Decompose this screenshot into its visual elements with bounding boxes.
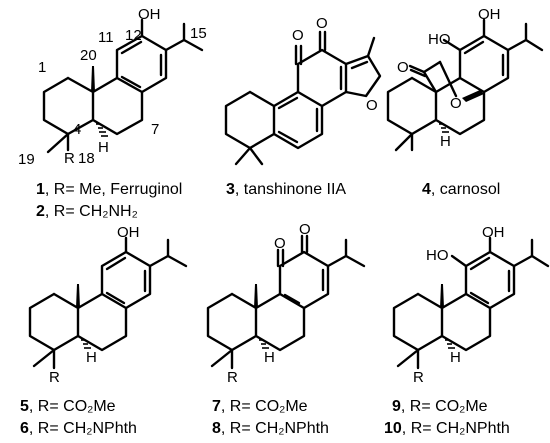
compound-caption: , R= CO₂Me [401,398,488,415]
atom-label-ho: HO [428,31,451,48]
structure-compound-4: H HO OH O O [386,6,544,152]
compound-caption: , R= Me, Ferruginol [45,181,182,198]
atom-label-o: O [292,27,304,44]
atom-label-h: H [450,349,461,366]
compound-caption: , R= CO₂Me [221,398,308,415]
atom-label-r: R [413,369,424,386]
svg-text:2, R= CH₂NH₂: 2, R= CH₂NH₂ [36,203,138,220]
structure-compound-7: H O O R [206,221,366,386]
atom-label-oh: OH [478,6,501,23]
structure-compound-1: H OH R 1 4 7 11 12 15 18 19 20 [18,6,207,168]
compound-caption: , R= CH₂NH₂ [45,203,138,220]
atom-label-ho: HO [426,247,449,264]
structure-compound-9: H HO OH R [392,224,550,386]
carbon-number-15: 15 [190,25,207,42]
atom-label-r: R [227,369,238,386]
compound-number: 6 [20,420,29,437]
compound-caption: , R= CH₂NPhth [402,420,510,437]
atom-label-o: O [316,15,328,32]
compound-caption: , R= CO₂Me [29,398,116,415]
svg-text:3, tanshinone IIA: 3, tanshinone IIA [226,181,346,198]
compound-number: 3 [226,181,235,198]
structure-compound-5: H OH R [28,224,188,386]
atom-label-h: H [440,133,451,150]
carbon-number-1: 1 [38,59,46,76]
compound-caption: , R= CH₂NPhth [221,420,329,437]
carbon-number-19: 19 [18,151,35,168]
atom-label-oh: OH [138,6,161,23]
atom-label-h: H [98,139,109,156]
atom-label-h: H [264,349,275,366]
atom-label-r: R [49,369,60,386]
compound-number: 5 [20,398,29,415]
compound-caption: , R= CH₂NPhth [29,420,137,437]
compound-number: 9 [392,398,401,415]
compound-number: 10 [384,420,402,437]
caption-compound-5-6: 5, R= CO₂Me 6, R= CH₂NPhth [20,398,137,437]
carbon-number-20: 20 [80,47,97,64]
caption-compound-1-2: 1, R= Me, Ferruginol 2, R= CH₂NH₂ [36,181,182,220]
compound-number: 2 [36,203,45,220]
svg-text:9, R= CO₂Me: 9, R= CO₂Me [392,398,488,415]
svg-text:6, R= CH₂NPhth: 6, R= CH₂NPhth [20,420,137,437]
svg-text:10, R= CH₂NPhth: 10, R= CH₂NPhth [384,420,510,437]
svg-text:5, R= CO₂Me: 5, R= CO₂Me [20,398,116,415]
structure-compound-3: O O O [224,15,382,166]
atom-label-o: O [450,95,462,112]
caption-compound-4: 4, carnosol [422,181,500,198]
caption-compound-7-8: 7, R= CO₂Me 8, R= CH₂NPhth [212,398,329,437]
caption-compound-3: 3, tanshinone IIA [226,181,346,198]
compound-number: 4 [422,181,431,198]
atom-label-o: O [299,221,311,238]
atom-label-o: O [397,59,409,76]
svg-text:7, R= CO₂Me: 7, R= CO₂Me [212,398,308,415]
svg-text:1, R= Me, Ferruginol: 1, R= Me, Ferruginol [36,181,182,198]
atom-label-oh: OH [482,224,505,241]
carbon-number-12: 12 [125,27,142,44]
carbon-number-4: 4 [73,121,81,138]
atom-label-o: O [274,235,286,252]
atom-label-o: O [366,97,378,114]
atom-label-oh: OH [117,224,140,241]
carbon-number-18: 18 [78,150,95,167]
compound-caption: , tanshinone IIA [235,181,347,198]
atom-label-h: H [86,349,97,366]
compound-number: 1 [36,181,45,198]
svg-text:8, R= CH₂NPhth: 8, R= CH₂NPhth [212,420,329,437]
compound-caption: , carnosol [431,181,500,198]
compound-number: 8 [212,420,221,437]
caption-compound-9-10: 9, R= CO₂Me 10, R= CH₂NPhth [384,398,510,437]
atom-label-r: R [64,150,75,167]
svg-text:4, carnosol: 4, carnosol [422,181,500,198]
carbon-number-7: 7 [151,121,159,138]
carbon-number-11: 11 [98,29,114,46]
compound-number: 7 [212,398,221,415]
